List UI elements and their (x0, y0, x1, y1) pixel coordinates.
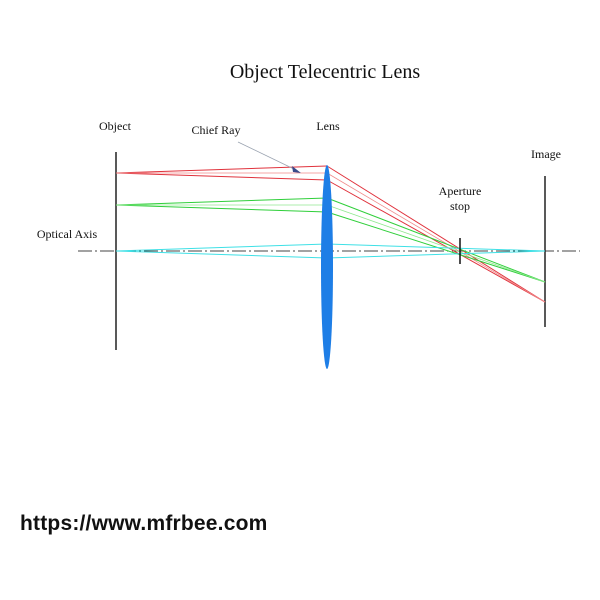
red-chief-ray-out (326, 172, 546, 303)
diagram-title: Object Telecentric Lens (230, 61, 421, 83)
lens-shape (321, 165, 333, 369)
green-ray-upper-out (326, 197, 546, 283)
cyan-ray-upper (115, 243, 328, 252)
red-ray-upper (115, 165, 328, 174)
lens-label: Lens (316, 119, 340, 133)
aperture-label-line1: Aperture (439, 184, 482, 198)
red-ray-lower-out (326, 179, 546, 303)
green-chief-ray-out (326, 204, 546, 283)
rays-image-side (326, 165, 546, 303)
red-ray-upper-out (326, 165, 546, 303)
green-ray-lower (115, 204, 328, 213)
chief-ray-label: Chief Ray (192, 123, 241, 137)
green-ray-upper (115, 197, 328, 206)
image-label: Image (531, 147, 561, 161)
rays-object-side (115, 165, 328, 259)
red-ray-lower (115, 172, 328, 181)
cyan-ray-lower (115, 250, 328, 259)
watermark-url: https://www.mfrbee.com (20, 512, 268, 535)
object-label: Object (99, 119, 132, 133)
cyan-ray-upper-out (326, 243, 546, 252)
aperture-label-line2: stop (450, 199, 470, 213)
optical-axis-label: Optical Axis (37, 227, 98, 241)
chief-ray-pointer (237, 141, 297, 171)
chief-ray-arrowhead (292, 166, 301, 173)
cyan-ray-lower-out (326, 250, 546, 259)
